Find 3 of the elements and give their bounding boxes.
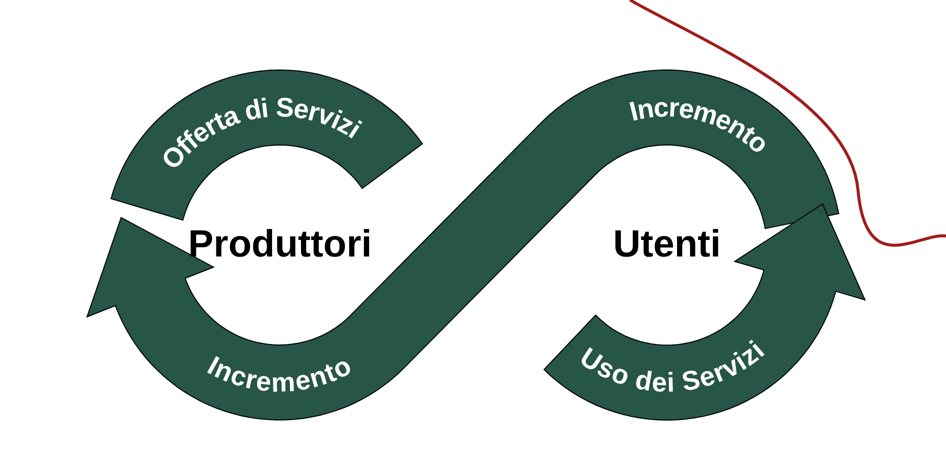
band-label: Incremento [203,350,356,398]
group-label: Utenti [613,224,721,266]
group-label: Produttori [188,224,372,266]
